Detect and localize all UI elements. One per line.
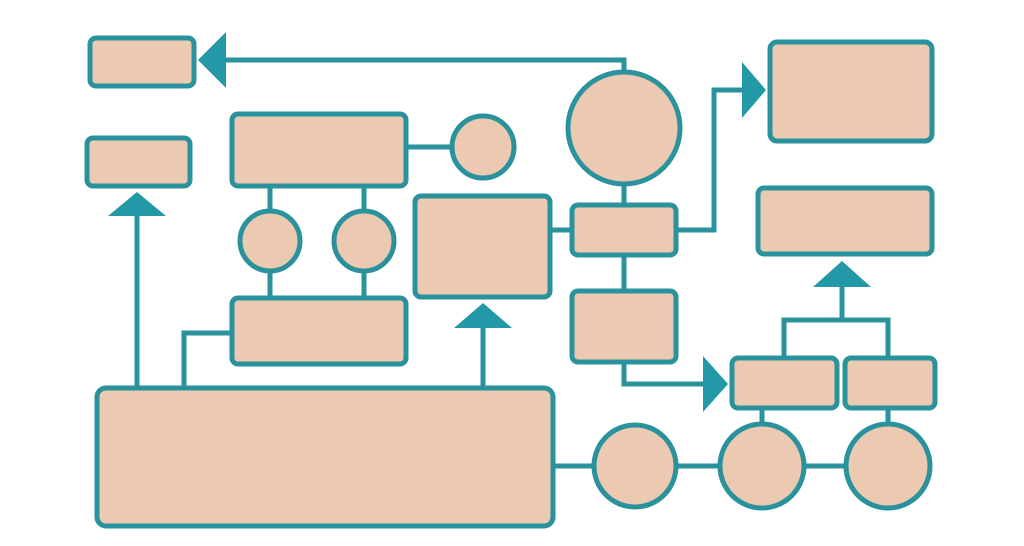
node-box-center (412, 193, 553, 300)
node-circle-bottom-a (591, 422, 679, 510)
connector-tree-to-right-box (781, 317, 891, 358)
connector-mid-box-to-top-right-box (676, 87, 742, 233)
arrowhead-up-center (454, 303, 512, 328)
node-circle-bottom-c (843, 421, 933, 511)
arrowhead-up-right (813, 261, 871, 287)
node-circle-bottom-b (717, 421, 807, 511)
node-box-lower-center (229, 295, 409, 367)
node-box-top-right (767, 39, 935, 144)
node-box-top-left (87, 35, 197, 89)
connector-lower-box-to-bottom-right-box (621, 362, 703, 387)
node-box-lower-mid (569, 288, 679, 365)
arrowhead-right-top-right (742, 62, 766, 118)
node-box-right-wide (755, 185, 935, 257)
node-box-top-center (229, 111, 409, 189)
node-circle-top-large (565, 69, 683, 187)
node-circle-left (237, 208, 303, 274)
node-circle-small-top (449, 113, 517, 181)
arrowhead-up-left (108, 192, 166, 216)
node-circle-right (331, 208, 397, 274)
connector-top-circle-to-top-left-box (224, 57, 627, 72)
node-box-mid (569, 202, 679, 258)
arrowhead-left-top (198, 32, 226, 88)
node-box-bottom-right-b (842, 355, 938, 411)
connector-big-box-to-lower-mid-box (181, 330, 232, 388)
node-box-left-small (84, 135, 193, 189)
arrowhead-right-bottom (703, 356, 728, 412)
node-box-large-bottom (94, 385, 556, 529)
node-box-bottom-right-a (729, 355, 840, 411)
